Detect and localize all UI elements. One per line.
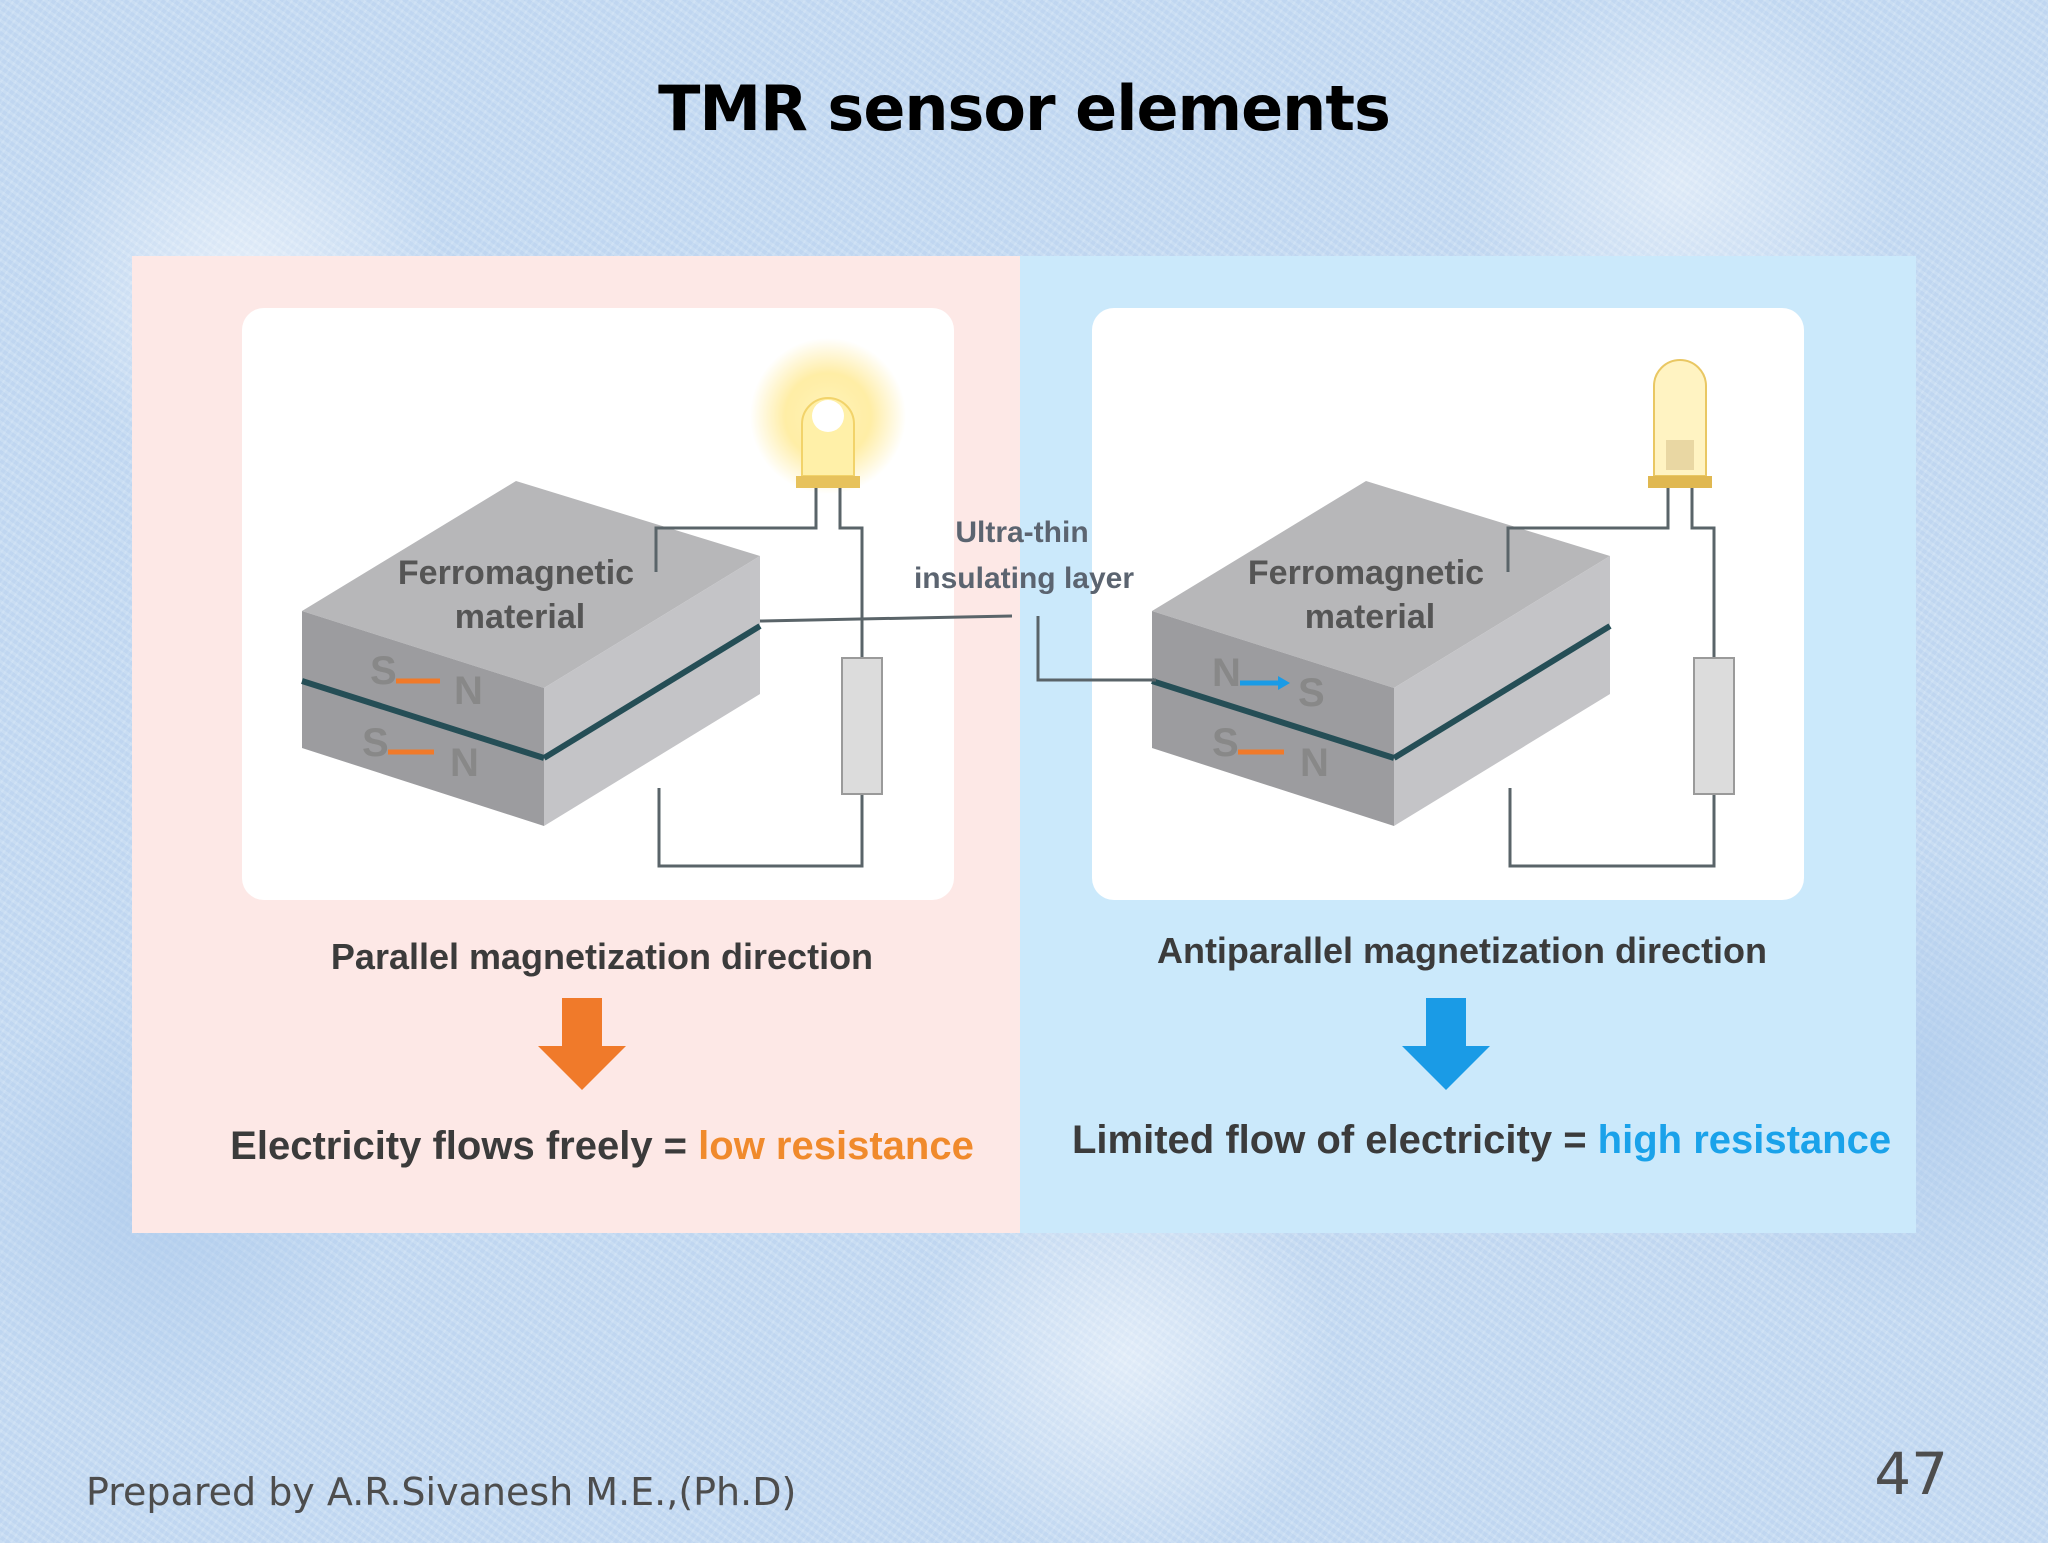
left-circuit-wires [654,496,1013,868]
page-number: 47 [1874,1440,1948,1508]
left-insulating-layer [301,678,545,761]
left-resistor-icon [841,657,883,795]
right-top-pole-1: N [1212,651,1241,695]
right-block-label-2: material [1305,598,1435,636]
insulating-label-1: Ultra-thin [955,516,1088,549]
right-circuit-wires [1036,496,1716,868]
right-ferromagnetic-block [1151,481,1612,826]
right-bulb-dim-icon [1648,359,1712,500]
left-bottom-pole-1: S [362,721,389,765]
footer-author: Prepared by A.R.Sivanesh M.E.,(Ph.D) [86,1470,797,1514]
left-bottom-pole-2: N [450,741,479,785]
right-result-arrow-icon [1402,998,1490,1090]
right-insulating-layer [1151,678,1395,761]
left-bulb-lit-icon [750,338,906,500]
left-result-prefix: Electricity flows freely = [230,1124,699,1168]
left-ferromagnetic-block [301,481,762,826]
left-result: Electricity flows freely = low resistanc… [212,1124,992,1169]
right-bottom-pole-1: S [1212,721,1239,765]
left-block-label-1: Ferromagnetic [398,554,634,592]
right-top-pole-2: S [1298,671,1325,715]
left-top-pole-1: S [370,649,397,693]
slide-title: TMR sensor elements [658,72,1391,145]
right-result: Limited flow of electricity = high resis… [1072,1118,1891,1163]
right-result-prefix: Limited flow of electricity = [1072,1118,1598,1162]
left-caption: Parallel magnetization direction [330,936,874,977]
left-result-highlight: low resistance [698,1124,974,1168]
left-block-label-2: material [455,598,585,636]
insulating-label-2: insulating layer [914,562,1134,595]
left-result-arrow-icon [538,998,626,1090]
right-result-highlight: high resistance [1597,1118,1892,1162]
diagram-drawing: Ferromagnetic material S N S N Ultra-thi… [301,338,1735,1090]
right-caption: Antiparallel magnetization direction [1156,930,1768,971]
tmr-diagram: Ferromagnetic material S N S N Ultra-thi… [132,256,1916,1233]
left-top-pole-2: N [454,669,483,713]
right-bottom-pole-2: N [1300,741,1329,785]
right-block-label-1: Ferromagnetic [1248,554,1484,592]
right-resistor-icon [1693,657,1735,795]
